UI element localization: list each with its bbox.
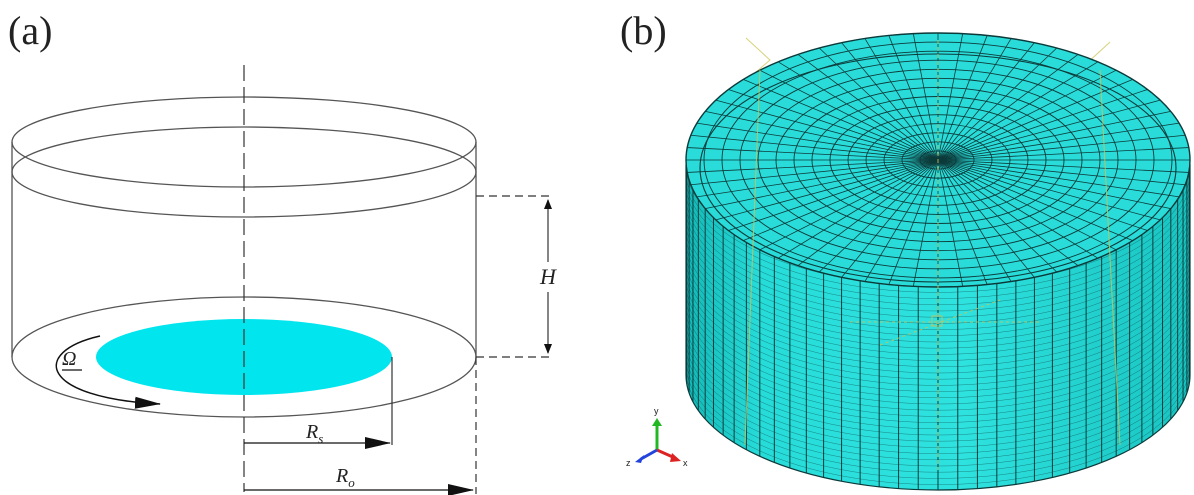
- top-mesh-radial: [777, 61, 939, 161]
- top-mesh-radial: [937, 134, 1186, 161]
- top-mesh-radial: [937, 99, 1161, 161]
- top-mesh-radial: [888, 159, 939, 285]
- rs-subscript: s: [318, 431, 323, 446]
- top-mesh-radial: [937, 159, 1161, 221]
- triad-y-label: y: [654, 406, 659, 416]
- top-mesh-radial: [937, 159, 1189, 173]
- height-label: H: [539, 264, 557, 289]
- triad-z-label: z: [626, 458, 631, 468]
- top-mesh-radial: [937, 159, 1180, 198]
- top-mesh-radial: [743, 79, 939, 161]
- top-mesh-radial: [705, 111, 939, 161]
- side-mesh-band: [686, 301, 1190, 417]
- top-mesh-radial: [937, 69, 1117, 161]
- height-dimension: [476, 195, 554, 358]
- top-mesh-radial: [841, 42, 939, 161]
- top-mesh-radial: [715, 99, 939, 161]
- rs-label: Rs: [305, 421, 323, 446]
- top-mesh-radial: [937, 89, 1148, 161]
- top-mesh-radial: [797, 54, 939, 161]
- omega-label: Ω: [62, 348, 76, 370]
- top-mesh-radial: [687, 147, 939, 161]
- side-mesh-band: [686, 357, 1190, 473]
- triad-x-label: x: [683, 458, 688, 468]
- top-mesh-radial: [937, 159, 1099, 259]
- top-mesh-radial: [696, 159, 939, 198]
- top-mesh-radial: [937, 159, 1079, 266]
- rs-symbol: R: [305, 421, 318, 443]
- top-mesh-radial: [715, 159, 939, 221]
- top-mesh-radial: [864, 38, 939, 161]
- panel-a: (a) H Ω Rs Ro: [8, 8, 557, 495]
- top-mesh-radial: [937, 38, 1012, 161]
- top-mesh-radial: [777, 159, 939, 259]
- side-mesh-band: [686, 202, 1190, 318]
- top-mesh-radial: [728, 159, 939, 231]
- top-mesh-radial: [728, 89, 939, 161]
- top-mesh-radial: [797, 159, 939, 266]
- side-mesh-band: [686, 245, 1190, 361]
- top-mesh-radial: [937, 159, 964, 287]
- top-mesh-radial: [937, 159, 1058, 273]
- side-mesh-band: [686, 350, 1190, 467]
- guide-lines-front: [744, 40, 1121, 470]
- top-mesh-radial: [937, 42, 1035, 161]
- top-mesh-lines: [686, 33, 1190, 287]
- top-mesh-radial: [937, 159, 1012, 282]
- top-mesh-radial: [759, 69, 939, 161]
- ro-symbol: R: [335, 465, 348, 487]
- side-mesh-band: [686, 189, 1190, 306]
- ro-label: Ro: [335, 465, 355, 490]
- top-mesh-radial: [937, 54, 1079, 161]
- top-mesh-radial: [705, 159, 939, 209]
- side-mesh-band: [686, 295, 1190, 411]
- top-mesh-radial: [912, 159, 939, 287]
- top-mesh-radial: [937, 159, 1186, 186]
- top-mesh-radial: [743, 159, 939, 241]
- side-mesh-band: [686, 183, 1190, 299]
- side-mesh-band: [686, 195, 1190, 312]
- top-mesh-radial: [937, 159, 1035, 278]
- top-mesh-radial: [937, 111, 1171, 161]
- top-mesh-radial: [937, 61, 1099, 161]
- side-mesh-band: [686, 363, 1190, 479]
- top-mesh-radial: [864, 159, 939, 282]
- top-mesh-radial: [696, 122, 939, 161]
- top-mesh-radial: [818, 47, 939, 161]
- top-mesh-radial: [937, 147, 1189, 161]
- top-mesh-radial: [937, 47, 1058, 161]
- top-mesh-radial: [841, 159, 939, 278]
- side-mesh-band: [686, 251, 1190, 368]
- side-mesh-band: [686, 344, 1190, 461]
- top-mesh-radial: [937, 159, 1117, 251]
- panel-b-label: (b): [620, 8, 667, 53]
- top-mesh-radial: [937, 159, 1148, 231]
- panel-a-label: (a): [8, 8, 52, 53]
- top-mesh-radial: [759, 159, 939, 251]
- side-mesh-band: [686, 239, 1190, 355]
- top-mesh-radial: [937, 159, 1133, 241]
- side-mesh-band: [686, 307, 1190, 423]
- top-mesh-radial: [687, 159, 939, 173]
- top-mesh-radial: [818, 159, 939, 273]
- top-mesh-radial: [937, 79, 1133, 161]
- coordinate-triad: y x z: [626, 406, 688, 468]
- panel-b: (b) y x: [620, 8, 1191, 491]
- triad-z-axis: [640, 448, 658, 461]
- top-mesh-radial: [690, 134, 939, 161]
- side-mesh-band: [686, 369, 1190, 485]
- top-mesh-radial: [937, 122, 1180, 161]
- top-mesh-radial: [690, 159, 939, 186]
- ro-subscript: o: [348, 475, 355, 490]
- top-mesh-radial: [937, 159, 988, 285]
- rotation-arrow: [55, 335, 161, 409]
- top-mesh-radial: [937, 159, 1171, 209]
